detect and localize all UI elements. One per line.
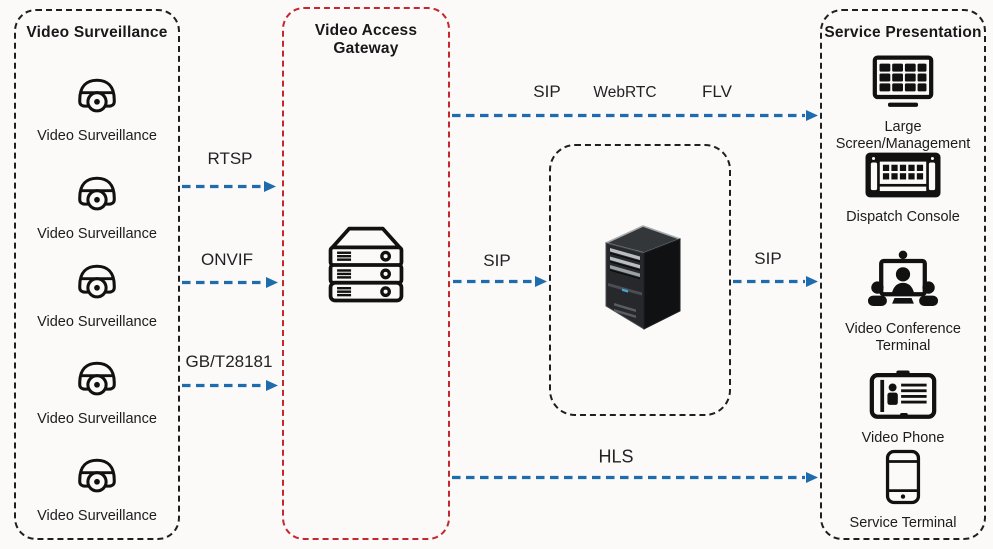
video-surveillance-panel: Video Surveillance Video Surveillance: [14, 9, 180, 540]
dispatch-console-label: Dispatch Console: [846, 209, 960, 225]
arrow-core-to-service: [733, 276, 818, 287]
dispatch-console-icon: [863, 150, 943, 205]
protocol-label-sip-right: SIP: [754, 249, 782, 268]
protocol-label-webrtc: WebRTC: [593, 84, 657, 101]
protocol-label-flv: FLV: [702, 82, 732, 101]
service-presentation-title: Service Presentation: [824, 24, 982, 41]
core-server-panel: [549, 144, 731, 416]
dispatch-console-node: Dispatch Console: [822, 150, 984, 226]
arrow-onvif: [182, 277, 278, 288]
video-phone-node: Video Phone: [822, 369, 984, 447]
dome-camera-icon: [74, 173, 120, 222]
camera-node: Video Surveillance: [16, 75, 178, 145]
protocol-label-gbt28181: GB/T28181: [185, 352, 273, 371]
protocol-label-rtsp: RTSP: [207, 149, 253, 168]
camera-node-label: Video Surveillance: [37, 226, 157, 242]
video-phone-label: Video Phone: [861, 430, 945, 446]
service-terminal-label: Service Terminal: [849, 515, 957, 531]
gateway-server-node: [284, 224, 448, 313]
large-screen-icon: [872, 54, 934, 115]
arrow-gbt28181: [182, 380, 278, 391]
protocol-label-sip-top: SIP: [533, 82, 561, 101]
camera-node-label: Video Surveillance: [37, 508, 157, 524]
video-conference-icon: [867, 248, 939, 317]
video-phone-icon: [869, 369, 937, 426]
arrow-gateway-to-service-top: [452, 110, 818, 121]
camera-node-label: Video Surveillance: [37, 128, 157, 144]
arrow-gateway-to-core: [453, 276, 547, 287]
smartphone-icon: [883, 448, 923, 511]
service-terminal-node: Service Terminal: [822, 448, 984, 532]
camera-node: Video Surveillance: [16, 173, 178, 243]
video-surveillance-panel-title: Video Surveillance: [26, 24, 168, 41]
video-conference-node: Video Conference Terminal: [822, 248, 984, 355]
camera-node-label: Video Surveillance: [37, 411, 157, 427]
camera-node: Video Surveillance: [16, 455, 178, 525]
video-access-gateway-title: Video Access Gateway: [314, 22, 418, 57]
arrow-rtsp: [182, 181, 276, 192]
camera-node: Video Surveillance: [16, 358, 178, 428]
video-conference-label: Video Conference Terminal: [845, 321, 961, 355]
protocol-label-sip-left: SIP: [483, 251, 511, 270]
dome-camera-icon: [74, 75, 120, 124]
protocol-label-hls: HLS: [598, 446, 634, 467]
dome-camera-icon: [74, 455, 120, 504]
video-access-gateway-panel: Video Access Gateway: [282, 7, 450, 540]
camera-node: Video Surveillance: [16, 261, 178, 331]
arrow-hls: [452, 472, 818, 483]
service-presentation-panel: Service Presentation Large Screen/Manage…: [820, 9, 986, 540]
camera-node-label: Video Surveillance: [37, 314, 157, 330]
server-rack-icon: [320, 224, 412, 313]
protocol-label-onvif: ONVIF: [201, 250, 253, 269]
server-tower-icon: [594, 219, 686, 342]
dome-camera-icon: [74, 358, 120, 407]
dome-camera-icon: [74, 261, 120, 310]
